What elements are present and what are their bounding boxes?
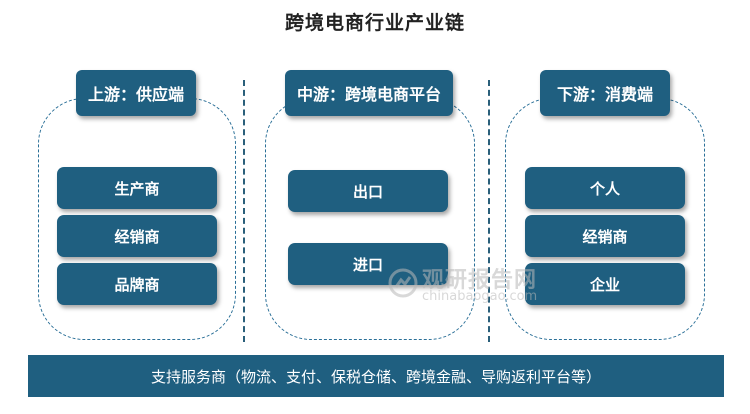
downstream-item-individual: 个人 xyxy=(525,167,685,209)
divider-right xyxy=(488,80,490,342)
support-services-bar: 支持服务商（物流、支付、保税仓储、跨境金融、导购返利平台等） xyxy=(28,355,724,397)
diagram-title: 跨境电商行业产业链 xyxy=(284,12,465,34)
downstream-item-distributor: 经销商 xyxy=(525,215,685,257)
downstream-header: 下游：消费端 xyxy=(540,70,670,116)
midstream-item-import: 进口 xyxy=(288,243,448,285)
midstream-header: 中游：跨境电商平台 xyxy=(285,70,453,116)
upstream-item-producer: 生产商 xyxy=(57,167,217,209)
downstream-item-enterprise: 企业 xyxy=(525,263,685,305)
divider-left xyxy=(243,80,245,342)
upstream-item-distributor: 经销商 xyxy=(57,215,217,257)
midstream-item-export: 出口 xyxy=(288,170,448,212)
upstream-header: 上游：供应端 xyxy=(76,70,196,116)
upstream-item-brand: 品牌商 xyxy=(57,263,217,305)
midstream-group xyxy=(265,98,475,340)
